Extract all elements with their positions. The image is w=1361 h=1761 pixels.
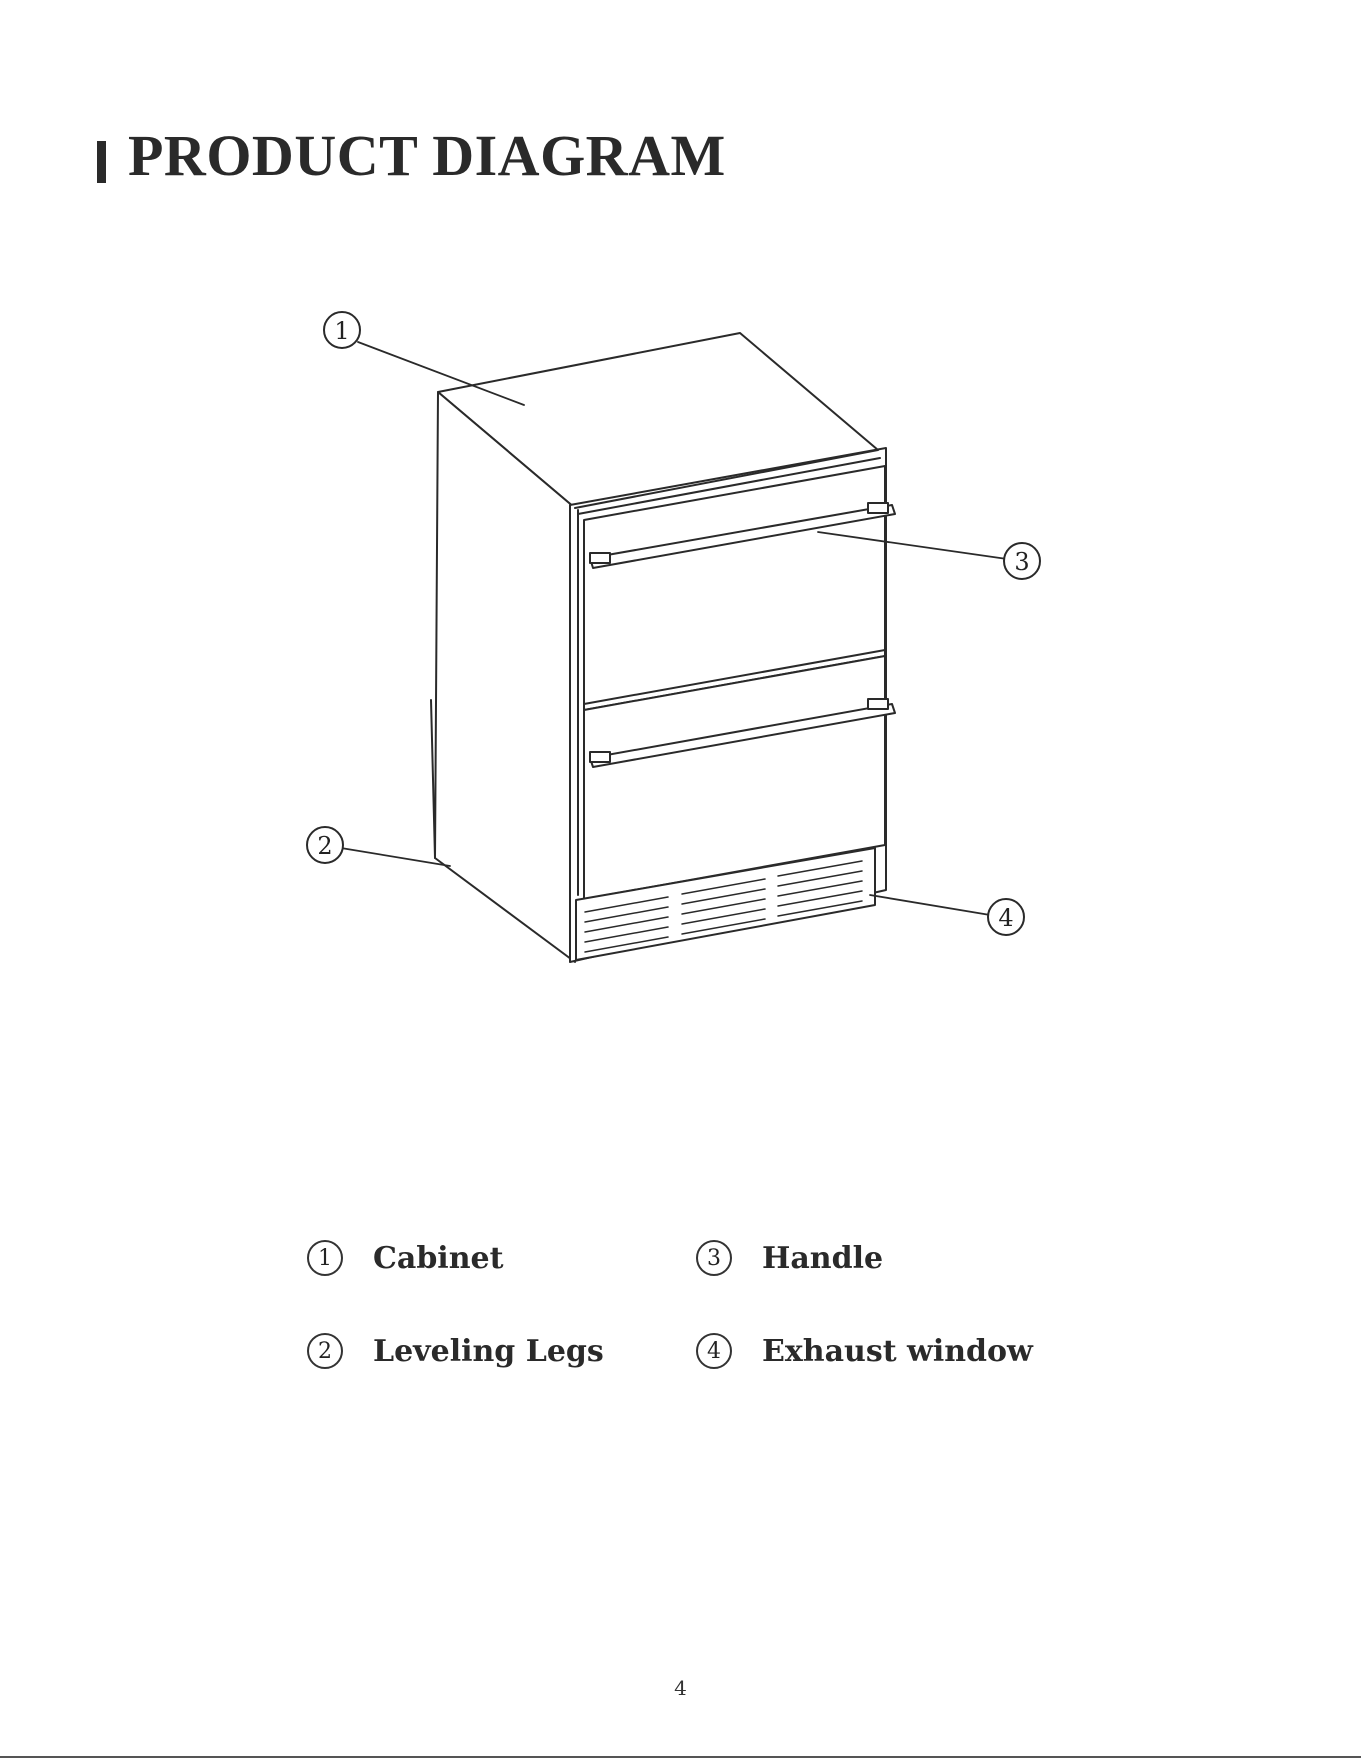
legend-label: Cabinet (373, 1241, 503, 1276)
callout-1: 1 (324, 312, 360, 348)
legend-item-leveling-legs: 2 Leveling Legs (307, 1333, 604, 1369)
callout-2: 2 (307, 827, 343, 863)
legend-label: Exhaust window (762, 1334, 1033, 1369)
cabinet-side-edge (431, 700, 435, 858)
callout-4-number: 4 (998, 904, 1013, 932)
legend-item-cabinet: 1 Cabinet (307, 1240, 503, 1276)
legend-number-circle: 2 (307, 1333, 343, 1369)
callout-3: 3 (1004, 543, 1040, 579)
product-diagram: 1 2 3 4 (0, 0, 1361, 1000)
bottom-rule (0, 1756, 1361, 1758)
callout-3-number: 3 (1014, 548, 1029, 576)
callout-4: 4 (988, 899, 1024, 935)
legend-number-circle: 4 (696, 1333, 732, 1369)
callout-1-number: 1 (334, 317, 349, 345)
callout-2-number: 2 (317, 832, 332, 860)
legend-label: Leveling Legs (373, 1334, 604, 1369)
legend-label: Handle (762, 1241, 883, 1276)
page-number: 4 (0, 1676, 1361, 1700)
legend-number-circle: 3 (696, 1240, 732, 1276)
legend-number-circle: 1 (307, 1240, 343, 1276)
legend-item-handle: 3 Handle (696, 1240, 883, 1276)
legend-item-exhaust-window: 4 Exhaust window (696, 1333, 1033, 1369)
